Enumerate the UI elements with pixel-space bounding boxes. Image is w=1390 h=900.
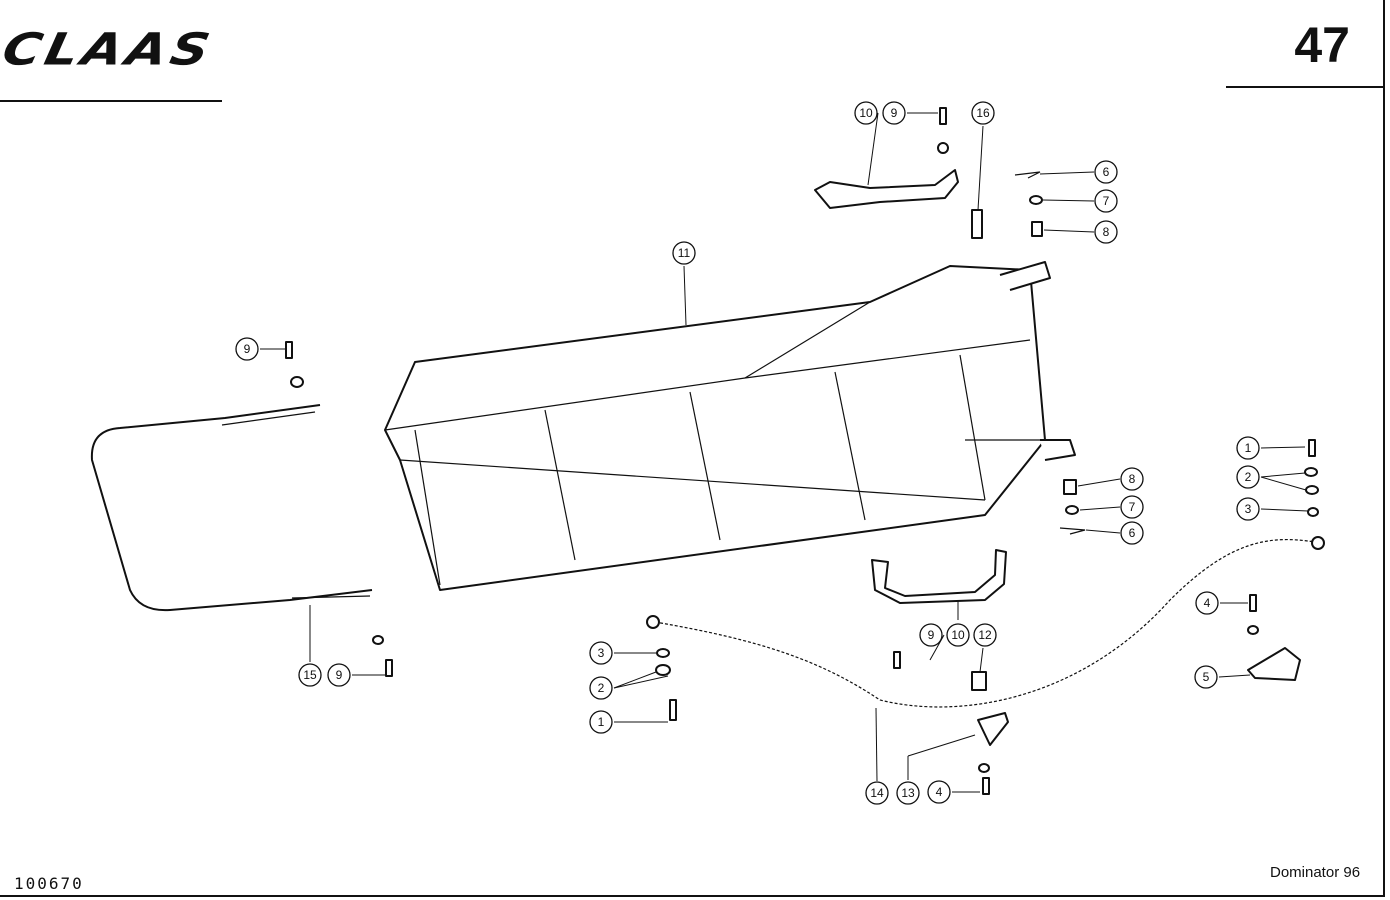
svg-text:10: 10 xyxy=(859,106,873,120)
cap-part xyxy=(1247,647,1301,681)
callout-9-bottom: 9 xyxy=(919,623,943,647)
callout-3-right: 3 xyxy=(1236,497,1260,521)
svg-text:7: 7 xyxy=(1129,500,1136,514)
svg-text:11: 11 xyxy=(678,246,691,260)
svg-text:13: 13 xyxy=(901,786,915,800)
hardware-parts xyxy=(285,107,1319,795)
svg-text:9: 9 xyxy=(336,668,343,682)
hand-rail-part xyxy=(90,404,373,612)
earth-cable-part xyxy=(646,536,1325,708)
callout-7-top: 7 xyxy=(1094,189,1118,213)
svg-text:12: 12 xyxy=(978,628,992,642)
callout-14: 14 xyxy=(865,781,889,805)
lower-grip-part xyxy=(871,549,1007,604)
callout-9-bottom-left: 9 xyxy=(327,663,351,687)
upper-grip-part xyxy=(814,169,959,209)
svg-text:2: 2 xyxy=(598,681,605,695)
callout-1-right: 1 xyxy=(1236,436,1260,460)
svg-text:9: 9 xyxy=(928,628,935,642)
svg-text:3: 3 xyxy=(1245,502,1252,516)
callout-8-mid: 8 xyxy=(1120,467,1144,491)
svg-text:9: 9 xyxy=(891,106,898,120)
svg-text:10: 10 xyxy=(951,628,965,642)
callout-4-right: 4 xyxy=(1195,591,1219,615)
page-number: 47 xyxy=(1294,17,1350,73)
step-frame-part xyxy=(384,261,1076,591)
leader-lines xyxy=(260,112,1309,793)
callout-9-top: 9 xyxy=(882,101,906,125)
callout-7-mid: 7 xyxy=(1120,495,1144,519)
page-number-divider xyxy=(1226,86,1384,88)
document-id: 100670 xyxy=(14,874,84,893)
callout-13: 13 xyxy=(896,781,920,805)
svg-text:1: 1 xyxy=(1245,441,1252,455)
callout-8-top: 8 xyxy=(1094,220,1118,244)
callout-12: 12 xyxy=(973,623,997,647)
machine-model: Dominator 96 xyxy=(1270,864,1361,881)
svg-text:8: 8 xyxy=(1103,225,1110,239)
logo-divider xyxy=(0,100,222,102)
callout-6-top: 6 xyxy=(1094,160,1118,184)
svg-text:4: 4 xyxy=(936,785,943,799)
svg-text:1: 1 xyxy=(598,715,605,729)
svg-text:4: 4 xyxy=(1204,596,1211,610)
svg-text:2: 2 xyxy=(1245,470,1252,484)
svg-text:16: 16 xyxy=(976,106,990,120)
callout-2-left: 2 xyxy=(589,676,613,700)
callout-6-mid: 6 xyxy=(1120,521,1144,545)
svg-text:5: 5 xyxy=(1203,670,1210,684)
callout-2-right: 2 xyxy=(1236,465,1260,489)
callout-9-left: 9 xyxy=(235,337,259,361)
svg-text:3: 3 xyxy=(598,646,605,660)
callout-10-bottom: 10 xyxy=(946,623,970,647)
callout-3-left: 3 xyxy=(589,641,613,665)
callout-5: 5 xyxy=(1194,665,1218,689)
svg-text:6: 6 xyxy=(1103,165,1110,179)
callout-4-bottom: 4 xyxy=(927,780,951,804)
callout-10-top: 10 xyxy=(854,101,878,125)
callout-1-left: 1 xyxy=(589,710,613,734)
svg-text:15: 15 xyxy=(303,668,317,682)
svg-text:9: 9 xyxy=(244,342,251,356)
callout-16: 16 xyxy=(971,101,995,125)
svg-text:7: 7 xyxy=(1103,194,1110,208)
callout-15: 15 xyxy=(298,663,322,687)
callout-11: 11 xyxy=(672,241,696,265)
svg-text:6: 6 xyxy=(1129,526,1136,540)
svg-text:14: 14 xyxy=(870,786,884,800)
svg-text:8: 8 xyxy=(1129,472,1136,486)
